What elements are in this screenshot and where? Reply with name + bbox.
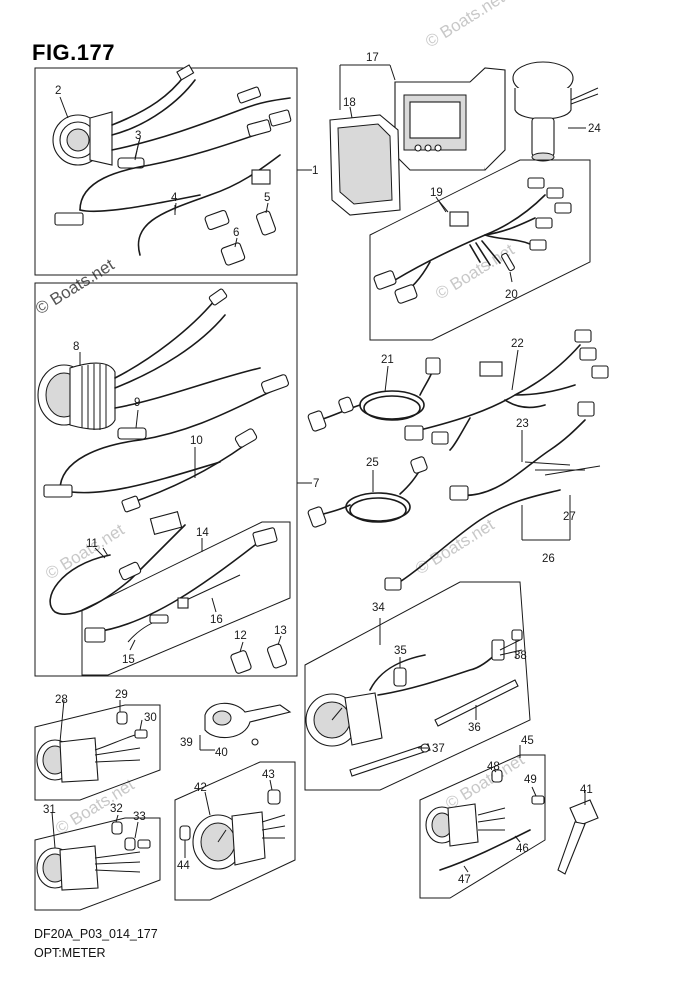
kit-group-45: [419, 745, 546, 899]
harness-22-drawing: [404, 329, 609, 451]
kit-group-34: [304, 581, 531, 791]
figure-title: FIG.177: [32, 40, 115, 65]
callout-45: 45: [521, 735, 534, 747]
callout-20: 20: [505, 289, 518, 301]
callout-4: 4: [171, 192, 178, 204]
callout-29: 29: [115, 689, 128, 701]
leader-lines: [51, 106, 586, 873]
lever-39-drawing: [199, 702, 292, 751]
watermark: © Boats.net: [412, 515, 498, 578]
gauge-35-drawing: [305, 692, 383, 747]
callout-labels: 1 2 3 4 5 6 7 8 9 10 11 12 13 14 15 16 1…: [43, 52, 601, 886]
diagram-code: DF20A_P03_014_177: [34, 927, 158, 941]
watermark: © Boats.net: [422, 0, 508, 51]
kit-group-1: [34, 64, 312, 276]
callout-22: 22: [511, 338, 524, 350]
cable-25-drawing: [307, 456, 428, 528]
callout-11: 11: [86, 538, 98, 550]
kit-group-7: [34, 282, 312, 677]
callout-19: 19: [430, 187, 443, 199]
gauge-42-drawing: [192, 811, 266, 870]
callout-14: 14: [196, 527, 209, 539]
watermark: © Boats.net: [42, 520, 128, 583]
callout-5: 5: [264, 192, 270, 204]
callout-31: 31: [43, 804, 56, 816]
connector-12-drawing: [230, 650, 252, 674]
callout-17: 17: [366, 52, 379, 64]
callout-42: 42: [194, 782, 207, 794]
gauge-8-drawing: [37, 352, 116, 430]
callout-18: 18: [343, 97, 356, 109]
callout-49: 49: [524, 774, 537, 786]
gauge-2-drawing: [52, 96, 113, 166]
switch-41-drawing: [557, 790, 599, 875]
callout-43: 43: [262, 769, 275, 781]
callout-13: 13: [274, 625, 287, 637]
callout-23: 23: [516, 418, 529, 430]
watermark: © Boats.net: [442, 750, 528, 813]
callout-1: 1: [312, 165, 318, 177]
callout-48: 48: [487, 761, 500, 773]
callout-44: 44: [177, 860, 190, 872]
kit-group-14: [81, 521, 291, 676]
callout-32: 32: [110, 803, 123, 815]
kit-group-31: [34, 817, 161, 911]
callout-8: 8: [73, 341, 79, 353]
callout-2: 2: [55, 85, 61, 97]
callout-6: 6: [233, 227, 239, 239]
callout-24: 24: [588, 123, 601, 135]
callout-28: 28: [55, 694, 68, 706]
callout-25: 25: [366, 457, 379, 469]
cable-21-drawing: [307, 357, 441, 432]
harness-23-drawing: [384, 401, 601, 591]
callout-9: 9: [134, 397, 140, 409]
diagram-caption: OPT:METER: [34, 946, 106, 960]
callout-3: 3: [135, 130, 141, 142]
gauge-45-drawing: [425, 803, 479, 847]
callout-21: 21: [381, 354, 394, 366]
gauge-31-drawing: [36, 845, 99, 891]
antenna-24-drawing: [512, 61, 599, 162]
callout-10: 10: [190, 435, 203, 447]
callout-33: 33: [133, 811, 146, 823]
callout-7: 7: [313, 478, 319, 490]
callout-38: 38: [514, 650, 527, 662]
kit-group-28: [34, 704, 161, 801]
callout-36: 36: [468, 722, 481, 734]
kit-group-19: [369, 159, 591, 341]
connector-6-drawing: [220, 242, 246, 266]
callout-12: 12: [234, 630, 247, 642]
gauge-28-drawing: [36, 737, 99, 783]
callout-47: 47: [458, 874, 471, 886]
callout-16: 16: [210, 614, 223, 626]
callout-30: 30: [144, 712, 157, 724]
callout-37: 37: [432, 743, 445, 755]
callout-15: 15: [122, 654, 135, 666]
display-unit-17-18: [329, 64, 506, 216]
callout-27: 27: [563, 511, 576, 523]
connector-5-drawing: [255, 210, 277, 236]
watermark: © Boats.net: [32, 255, 118, 318]
watermark: © Boats.net: [52, 775, 138, 838]
callout-34: 34: [372, 602, 385, 614]
callout-35: 35: [394, 645, 407, 657]
callout-41: 41: [580, 784, 593, 796]
callout-26: 26: [542, 553, 555, 565]
callout-46: 46: [516, 843, 529, 855]
connector-13-drawing: [266, 643, 288, 669]
callout-40: 40: [215, 747, 228, 759]
callout-39: 39: [180, 737, 193, 749]
kit-group-42: [174, 761, 296, 901]
